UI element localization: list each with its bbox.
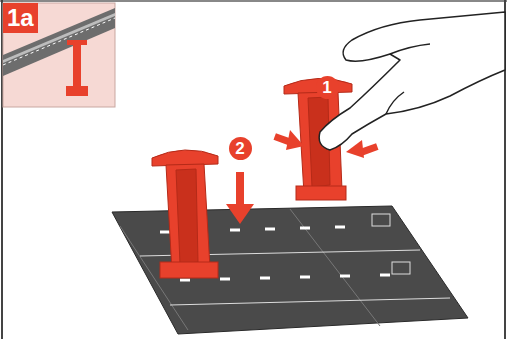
hand [319,12,505,150]
figure-number: 1a [7,6,34,30]
callout-circle: 1 [316,76,339,99]
track-piece [112,206,468,334]
inset-view [3,3,115,107]
insert-arrow [226,172,254,224]
callout-number: 2 [235,140,244,157]
figure-label-box: 1a [3,3,38,33]
squeeze-arrow [274,130,379,158]
support-pillar [152,150,218,278]
callout-circle: 2 [229,137,252,160]
frame-line [0,0,507,2]
callout-number: 1 [322,79,331,96]
